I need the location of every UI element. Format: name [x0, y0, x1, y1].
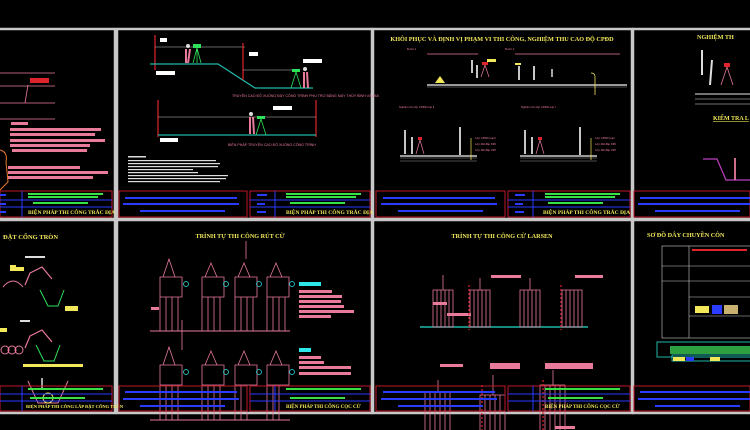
level-instrument-icon — [255, 116, 267, 136]
sheet-title: KHÔI PHỤC VÀ ĐỊNH VỊ PHẠM VI THI CÔNG, N… — [390, 35, 614, 43]
step-1-label: Bước 1 — [407, 47, 417, 51]
surveyor-figure-icon — [303, 67, 309, 89]
caption-method: BIỆN PHÁP TRUYỀN CAO ĐỘ XUỐNG CÔNG TRÌNH — [228, 142, 316, 147]
title-block-title: BIỆN PHÁP THI CÔNG TRẮC ĐỊA — [286, 208, 373, 216]
sheet-r2c4[interactable] — [631, 218, 750, 415]
sheet-r2c1-drawing: ĐẶT CỐNG TRÒN — [0, 233, 83, 404]
excavator-icon — [24, 266, 53, 286]
sheet-r2c3[interactable] — [371, 218, 634, 415]
level-instrument-icon — [290, 69, 302, 89]
worker-figure-icon — [0, 149, 9, 191]
title-block-title: BIỆN PHÁP THI CÔNG TRẮC ĐỊA — [543, 208, 630, 216]
title-block-title: BIỆN PHÁP THI CÔNG CỌC CỪ — [286, 404, 361, 410]
peg-icon — [435, 76, 445, 83]
sheet-r2c1[interactable] — [0, 218, 117, 415]
title-block-title: BIỆN PHÁP THI CÔNG LẮP ĐẶT CỐNG TRÒN — [26, 403, 124, 409]
surveyor-figure-icon — [249, 112, 255, 135]
sub-caption-1: Nghiệm thu lớp CPĐD loại II — [399, 105, 434, 109]
surveyor-figure-icon — [185, 44, 191, 64]
layer-label: Lớp đất đắp K95 — [475, 141, 496, 146]
caption-transfer-elevation: TRUYỀN CAO ĐỘ XUỐNG ĐÁY CÔNG TRÌNH PHỤ T… — [232, 93, 379, 98]
title-block-r1c3: BIỆN PHÁP THI CÔNG TRẮC ĐỊA — [375, 190, 631, 218]
title-block-r2c3: BIỆN PHÁP THI CÔNG CỌC CỪ — [375, 385, 631, 412]
step-2-label: Bước 2 — [505, 47, 515, 51]
sheet-subtitle: KIỂM TRA L — [713, 114, 749, 122]
title-block-title: BIỆN PHÁP THI CÔNG TRẮC ĐỊA — [28, 208, 115, 216]
excavator-icon — [24, 329, 53, 349]
sheet-frames — [0, 27, 750, 415]
layer-label: Lớp đất đắp K95 — [595, 141, 616, 146]
title-block-title: BIỆN PHÁP THI CÔNG CỌC CỪ — [545, 404, 620, 410]
layer-label: Lớp CPĐD loại I — [595, 136, 616, 140]
sheet-r1c3-drawing: KHÔI PHỤC VÀ ĐỊNH VỊ PHẠM VI THI CÔNG, N… — [390, 35, 627, 162]
larsen-rigs — [424, 275, 583, 430]
level-instrument-icon — [192, 44, 202, 64]
sheet-r2c4-drawing: SƠ ĐỒ DÂY CHUYỀN CÔN — [633, 231, 750, 412]
sheet-title: NGHIỆM TH — [697, 33, 734, 41]
title-block-r1c1: BIỆN PHÁP THI CÔNG TRẮC ĐỊA — [0, 190, 115, 218]
notes-text-lines — [128, 156, 228, 183]
sheet-title: SƠ ĐỒ DÂY CHUYỀN CÔN — [647, 231, 725, 239]
surveyor-group-icon — [471, 60, 478, 78]
sheet-r1c2-drawing: TRUYỀN CAO ĐỘ XUỐNG ĐÁY CÔNG TRÌNH PHỤ T… — [128, 35, 379, 183]
title-block-r2c1: BIỆN PHÁP THI CÔNG LẮP ĐẶT CỐNG TRÒN — [0, 385, 124, 412]
sheet-r2c2[interactable] — [115, 218, 374, 415]
layer-label: Lớp đất đắp K95 — [475, 147, 496, 152]
sheet-r2c2-drawing: TRÌNH TỰ THI CÔNG RÚT CỪ — [150, 232, 354, 421]
layer-label: Lớp đất đắp K95 — [595, 147, 616, 152]
marker-circles — [183, 281, 295, 375]
sheet-r1c1-drawing — [0, 72, 108, 191]
sheet-r1c4-drawing: NGHIỆM TH KIỂM TRA L — [633, 33, 750, 218]
pile-rigs — [159, 241, 290, 420]
sheet-title: TRÌNH TỰ THI CÔNG RÚT CỪ — [195, 232, 284, 240]
sheet-title: TRÌNH TỰ THI CÔNG CỪ LARSEN — [451, 232, 553, 240]
title-block-r1c2: BIỆN PHÁP THI CÔNG TRẮC ĐỊA — [118, 190, 373, 218]
layer-label: Lớp CPĐD loại II — [475, 136, 496, 140]
sheet-r2c3-drawing: TRÌNH TỰ THI CÔNG CỪ LARSEN — [420, 232, 603, 430]
sheet-title: ĐẶT CỐNG TRÒN — [3, 233, 58, 241]
sub-caption-2: Nghiệm thu lớp CPĐD loại I — [521, 105, 556, 109]
process-table — [661, 245, 750, 339]
title-block-r2c2: BIỆN PHÁP THI CÔNG CỌC CỪ — [118, 385, 371, 412]
